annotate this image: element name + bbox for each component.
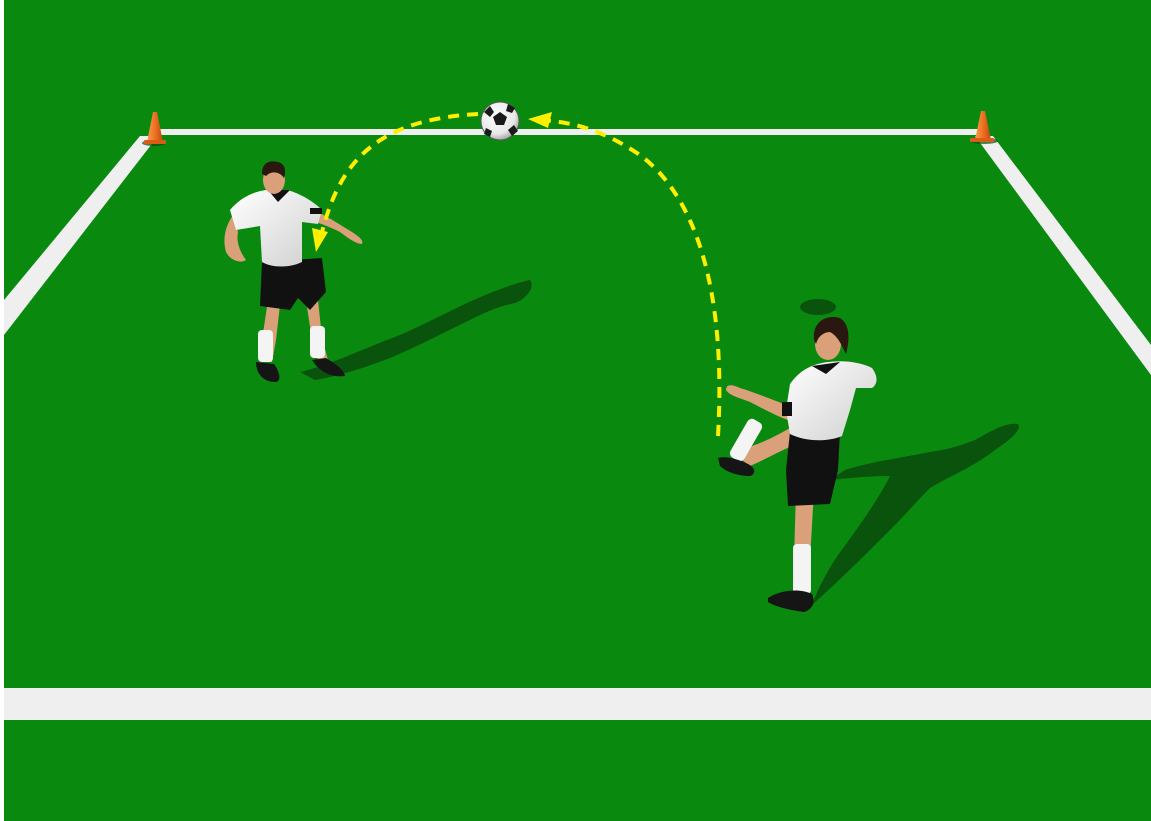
bottom-line xyxy=(4,688,1151,720)
shadow-ball xyxy=(800,299,836,315)
soccer-ball xyxy=(481,102,519,140)
top-touchline xyxy=(150,129,985,135)
